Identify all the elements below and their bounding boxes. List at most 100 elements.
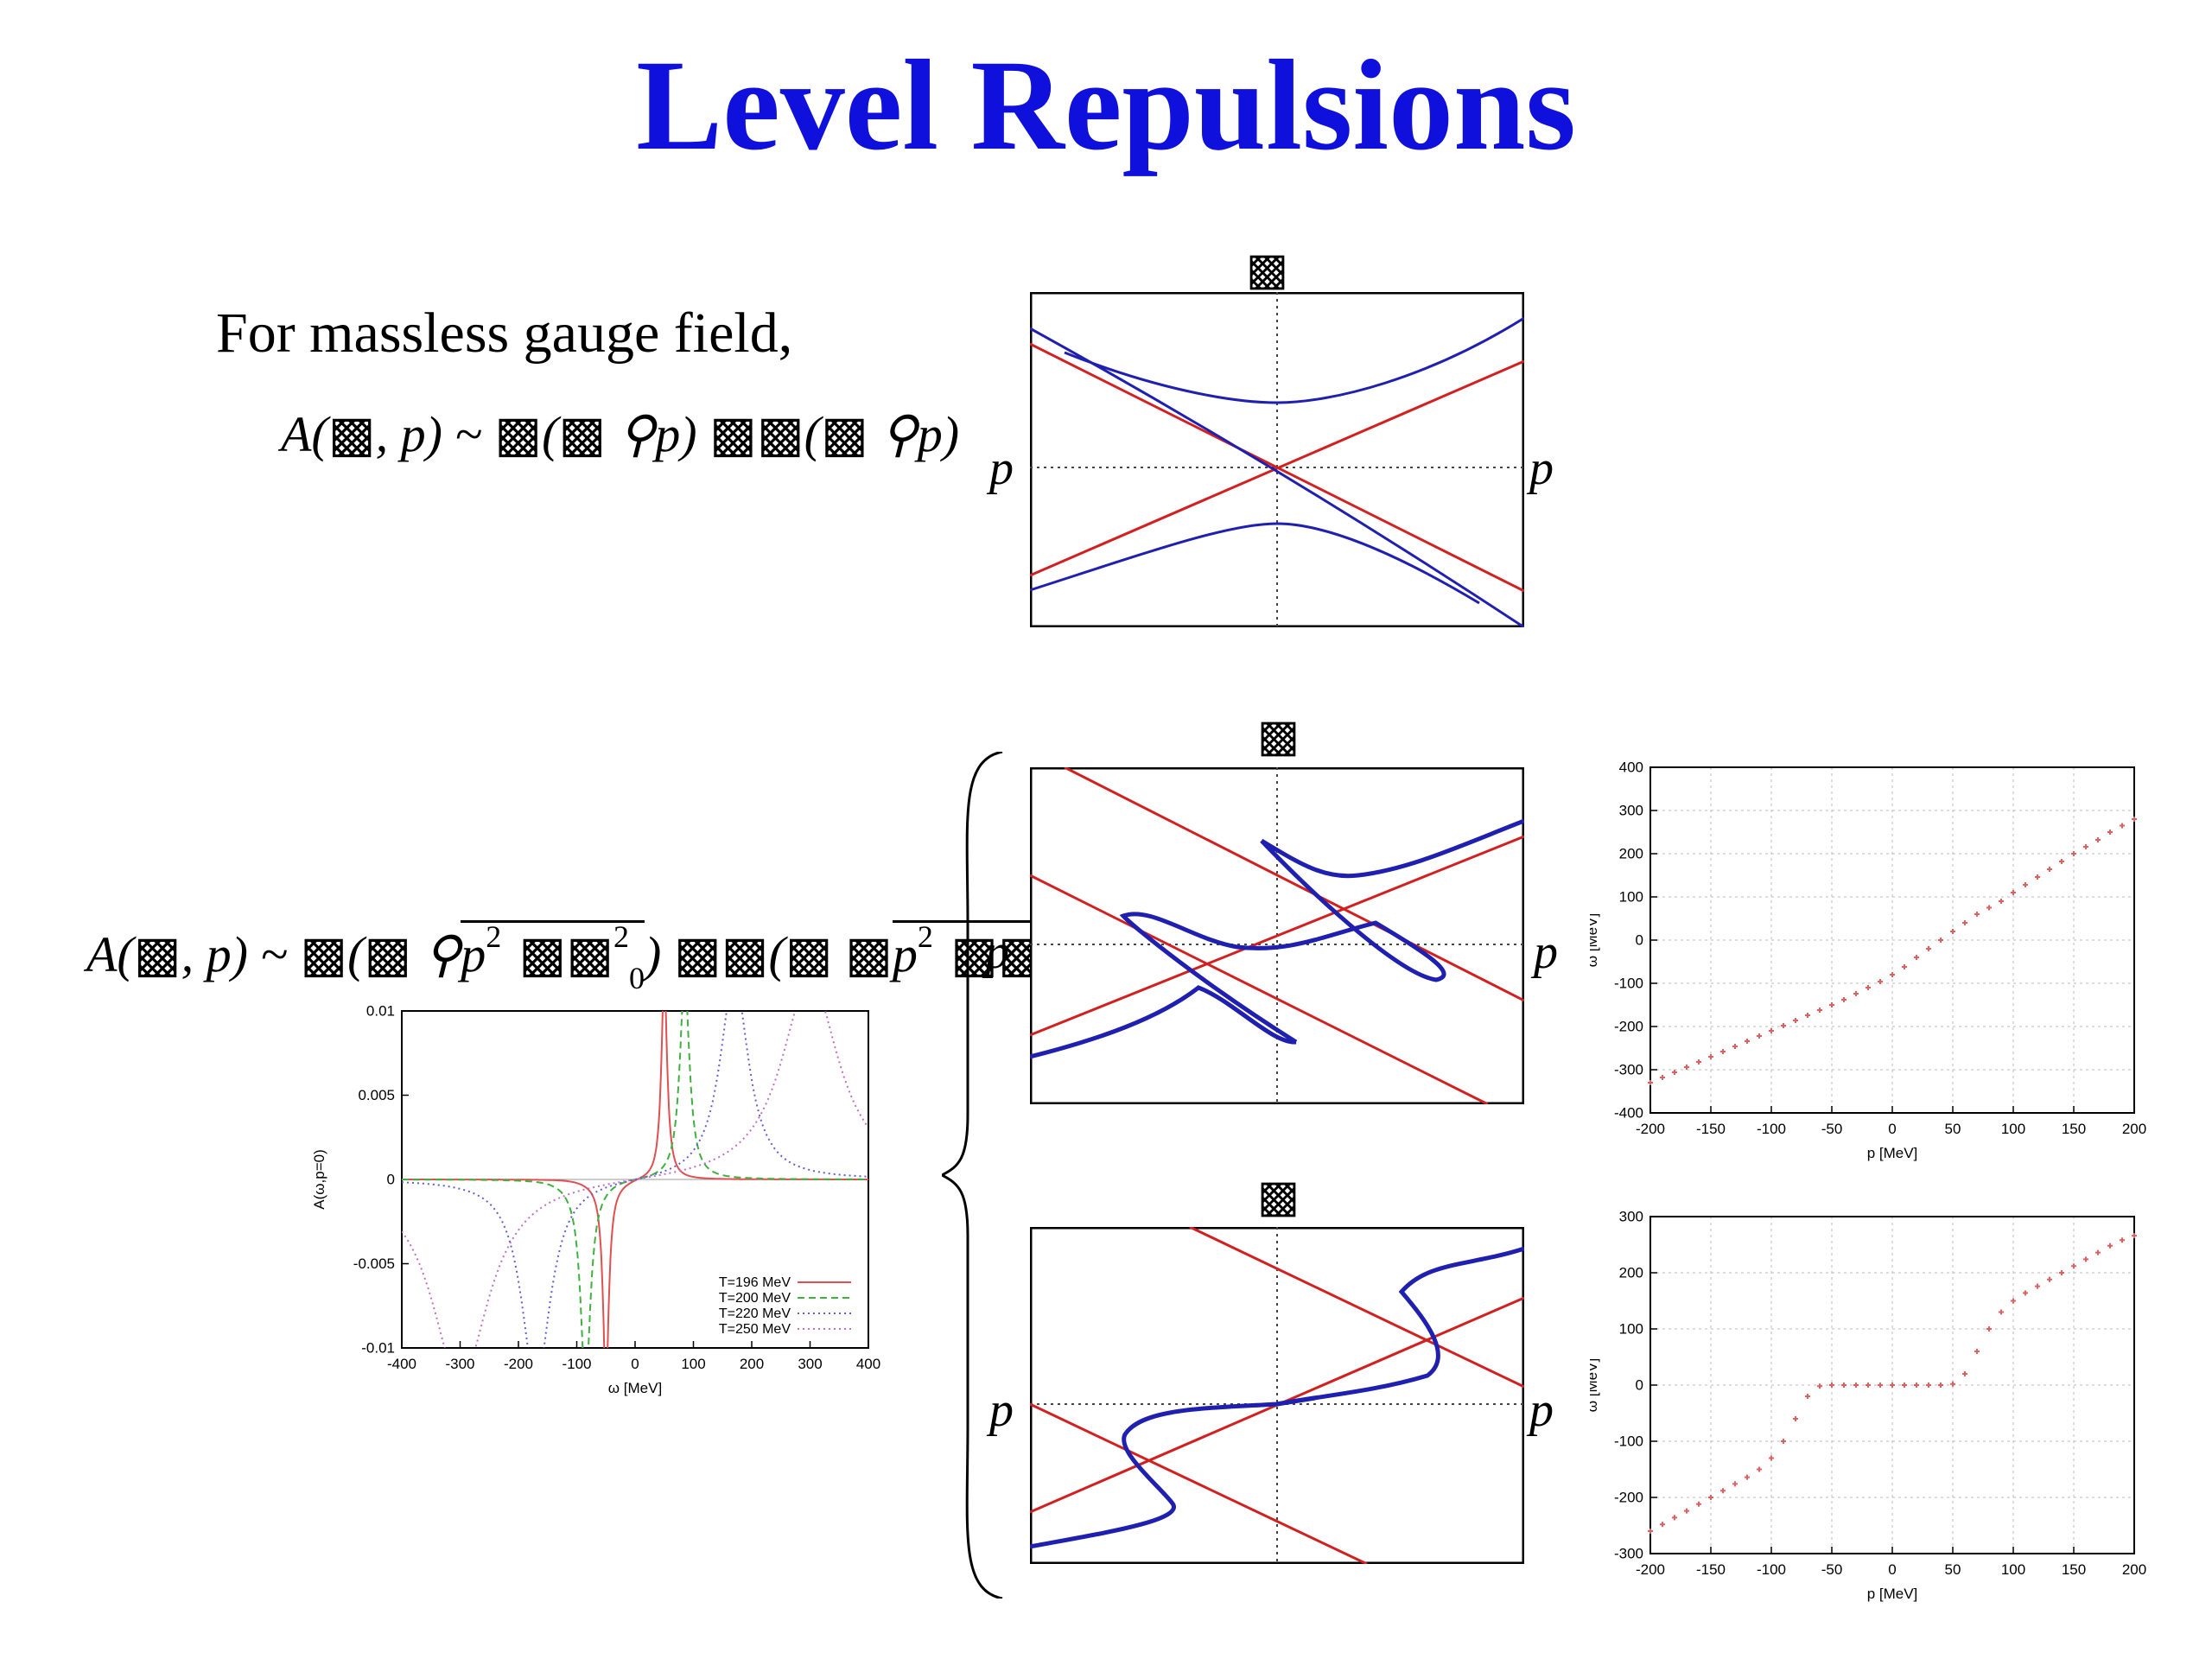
x-tick-label: -300 [445, 1356, 474, 1372]
x-tick-label: -150 [1696, 1121, 1726, 1137]
x-tick-label: -50 [1821, 1561, 1843, 1578]
red-line-rising [1030, 835, 1524, 1037]
upper-hyperbola-branch [1064, 316, 1524, 404]
intro-text: For massless gauge field, [216, 302, 793, 365]
data-point [1660, 1522, 1665, 1528]
x-tick-label: 0 [631, 1356, 639, 1372]
x-axis-label: p [MeV] [1867, 1145, 1918, 1161]
light-cone-line-up [1030, 359, 1524, 577]
red-line-lower [1030, 1402, 1368, 1564]
page-title: Level Repulsions [636, 34, 1576, 177]
data-point [1974, 1349, 1980, 1354]
diagram3-omega-label: ▩ [1257, 1171, 1300, 1223]
y-tick-label: 400 [1619, 760, 1643, 776]
data-point [1732, 1044, 1738, 1049]
diagram2-p-left: p [985, 925, 1009, 979]
y-tick-label: -0.01 [361, 1340, 395, 1357]
data-point [2095, 1249, 2101, 1255]
data-point [2035, 874, 2040, 880]
data-point [1938, 1382, 1943, 1388]
series-line-1 [402, 1011, 868, 1348]
data-point [1986, 905, 1992, 911]
x-tick-label: 150 [2062, 1121, 2086, 1137]
data-point [1866, 1382, 1871, 1388]
data-point [1902, 1382, 1907, 1388]
data-point [2011, 1298, 2016, 1304]
data-point [2047, 867, 2052, 872]
data-point [1841, 997, 1847, 1002]
data-point [1914, 1382, 1919, 1388]
data-point [1696, 1059, 1701, 1065]
data-point [1878, 1382, 1883, 1388]
data-point [1684, 1508, 1689, 1514]
data-point [1950, 929, 1955, 934]
data-point [2071, 1263, 2076, 1269]
x-tick-label: 50 [1945, 1561, 1961, 1578]
data-point [2035, 1283, 2040, 1289]
data-point [1853, 991, 1859, 996]
data-point [1708, 1495, 1713, 1500]
data-point [1853, 1382, 1859, 1388]
legend-label: T=250 MeV [719, 1322, 791, 1337]
y-tick-label: 0 [387, 1172, 395, 1188]
x-axis-label: ω [MeV] [608, 1380, 662, 1396]
data-point [2071, 851, 2076, 856]
y-tick-label: 0 [1636, 1377, 1643, 1394]
data-point [2059, 1270, 2064, 1275]
y-tick-label: 0 [1636, 932, 1643, 949]
red-line-upper [1064, 767, 1524, 1002]
y-axis-label: ω [MeV] [1590, 1358, 1600, 1412]
data-point [1986, 1326, 1992, 1332]
data-point [1757, 1466, 1762, 1472]
x-axis-label: p [MeV] [1867, 1586, 1918, 1602]
data-point [2132, 817, 2137, 822]
diagram3-p-left: p [989, 1383, 1014, 1437]
data-point [2011, 890, 2016, 895]
diagram3-p-right: p [1529, 1383, 1554, 1437]
data-point [1902, 964, 1907, 969]
y-tick-label: -300 [1614, 1062, 1643, 1078]
y-tick-label: 0.01 [366, 1003, 395, 1020]
data-point [1962, 1371, 1967, 1376]
data-point [2047, 1276, 2052, 1282]
data-point [1672, 1070, 1677, 1075]
data-point [1878, 979, 1883, 984]
data-point [1829, 1002, 1834, 1007]
equation-massive: A(▩, p) ~ ▩(▩ ⚲p2 ▩▩20) ▩▩(▩ ▩p2 ▩▩20) [86, 919, 1093, 995]
series-line-2 [402, 1011, 868, 1348]
x-tick-label: 300 [798, 1356, 822, 1372]
data-point [2107, 1243, 2113, 1249]
data-point [1696, 1501, 1701, 1507]
equation-massless: A(▩, p) ~ ▩(▩ ⚲p) ▩▩(▩ ⚲p) [281, 404, 960, 463]
blue-lower-branch-left [1030, 985, 1297, 1059]
data-point [2083, 1256, 2088, 1262]
dispersion-diagram-massless [1030, 292, 1524, 627]
data-point [1817, 1383, 1822, 1389]
diagram1-p-left: p [989, 442, 1014, 495]
data-point [1781, 1023, 1786, 1028]
data-point [2095, 837, 2101, 842]
data-point [1890, 1382, 1895, 1388]
x-tick-label: -200 [1636, 1121, 1665, 1137]
data-point [2023, 1290, 2028, 1296]
dispersion-diagram-massive-2 [1030, 1227, 1524, 1564]
data-point [1926, 1382, 1931, 1388]
data-point [1890, 972, 1895, 977]
x-tick-label: -200 [504, 1356, 533, 1372]
y-axis-label: ω [MeV] [1590, 913, 1600, 967]
grouping-brace [942, 752, 1003, 1599]
diagram1-p-right: p [1529, 442, 1554, 495]
x-tick-label: 400 [856, 1356, 880, 1372]
data-point [1950, 1381, 1955, 1387]
data-point [1914, 955, 1919, 960]
data-point [1974, 912, 1980, 917]
data-point [1720, 1488, 1726, 1494]
legend-label: T=200 MeV [719, 1291, 791, 1306]
y-tick-label: 0.005 [358, 1087, 395, 1103]
x-tick-label: -400 [387, 1356, 416, 1372]
x-tick-label: -200 [1636, 1561, 1665, 1578]
x-tick-label: 0 [1888, 1561, 1896, 1578]
y-tick-label: -300 [1614, 1546, 1643, 1562]
x-tick-label: -50 [1821, 1121, 1843, 1137]
